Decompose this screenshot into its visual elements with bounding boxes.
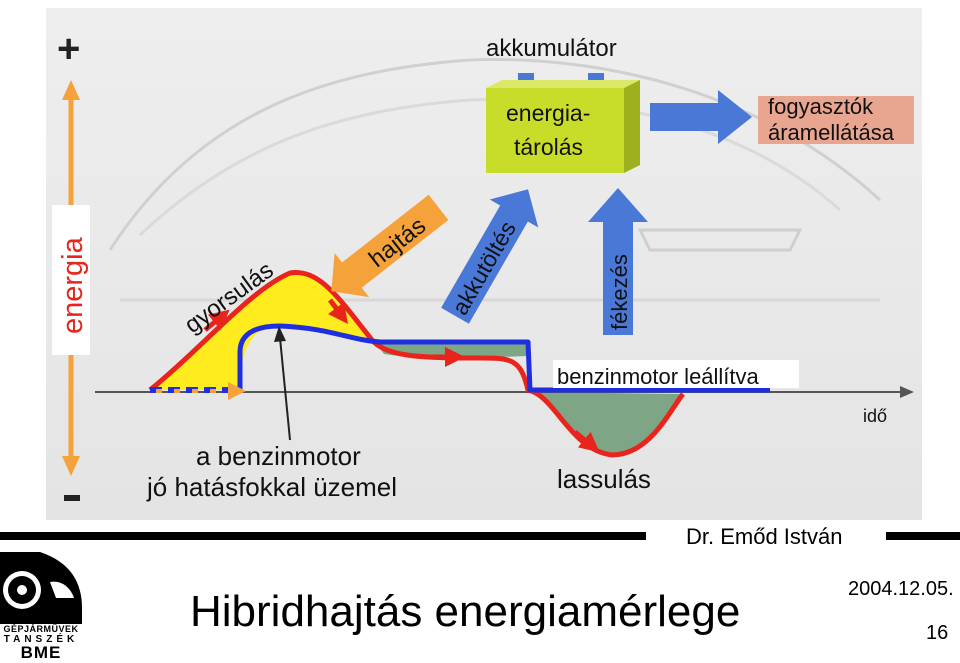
engine-power-curve — [237, 323, 770, 393]
energy-label-bg — [52, 205, 90, 355]
consumers-text-line1: fogyasztók — [768, 94, 874, 119]
engine-off-label-bg — [553, 360, 799, 388]
energy-label: energia — [57, 236, 89, 334]
footer-rule-left — [0, 532, 646, 540]
engine-efficiency-line2: jó hatásfokkal üzemel — [146, 472, 397, 502]
footer-rule-right — [886, 532, 960, 540]
battery-text-line2: tárolás — [514, 134, 583, 160]
braking-arrow — [588, 188, 648, 335]
energy-axis-up-arrow — [62, 80, 80, 100]
acceleration-energy-area — [150, 272, 372, 390]
page-number: 16 — [926, 622, 949, 644]
battery-top-face — [486, 80, 640, 88]
engine-off-label: benzinmotor leállítva — [557, 364, 760, 389]
slide-title: Hibridhajtás energiamérlege — [190, 587, 741, 636]
minus-sign — [64, 495, 80, 501]
plus-sign: + — [57, 27, 80, 71]
department-logo: GÉPJÁRMŰVEK TANSZÉK BME — [0, 552, 82, 662]
engine-efficiency-line1: a benzinmotor — [196, 441, 361, 471]
engine-pointer-line — [279, 337, 291, 441]
startup-arrowhead — [228, 382, 246, 400]
logo-line3: BME — [20, 643, 62, 662]
time-axis-arrowhead — [900, 386, 914, 398]
curve-arrow-4 — [573, 430, 600, 453]
deceleration-label: lassulás — [557, 464, 651, 494]
braking-label: fékezés — [607, 254, 632, 330]
curve-arrow-1 — [203, 309, 230, 332]
battery-text-line1: energia- — [506, 100, 590, 126]
battery-side-face — [624, 80, 640, 173]
car-wheel-icon — [0, 552, 82, 624]
braking-energy-area — [528, 392, 683, 455]
author-name: Dr. Emőd István — [686, 524, 843, 549]
logo-line1: GÉPJÁRMŰVEK — [3, 624, 79, 634]
logo-line2: TANSZÉK — [3, 634, 79, 645]
energy-axis-down-arrow — [62, 456, 80, 476]
presentation-date: 2004.12.05. — [848, 578, 954, 600]
time-label: idő — [863, 406, 887, 426]
engine-pointer-head — [274, 326, 286, 342]
consumers-arrow — [650, 90, 752, 144]
battery-box — [486, 88, 624, 173]
battery-title: akkumulátor — [486, 35, 617, 62]
consumers-label-bg — [758, 96, 914, 144]
curve-arrow-2 — [328, 298, 348, 324]
consumers-text-line2: áramellátása — [768, 120, 895, 145]
